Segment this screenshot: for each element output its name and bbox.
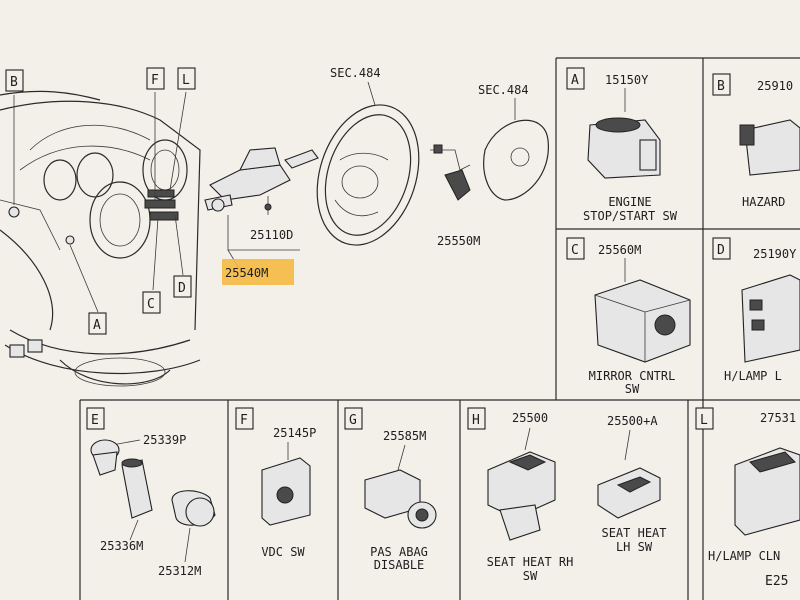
inset-b-part: 25910: [757, 79, 793, 93]
inset-f-caption: VDC SW: [261, 545, 305, 559]
part-number-25110d: 25110D: [250, 228, 293, 242]
inset-l-page-ref: E25: [765, 574, 788, 589]
inset-d: D 25190Y H/LAMP L: [712, 237, 800, 383]
steering-wheel-drawing: [316, 81, 420, 246]
inset-f-part: 25145P: [273, 426, 316, 440]
inset-l-caption: H/LAMP CLN: [708, 549, 780, 563]
inset-h-part-lh: 25500+A: [607, 414, 658, 428]
inset-d-caption: H/LAMP L: [724, 369, 782, 383]
callout-l-label: L: [182, 73, 190, 88]
callout-c: C: [142, 291, 161, 314]
inset-e-part-2: 25336M: [100, 539, 143, 553]
inset-a-caption-2: STOP/START SW: [583, 209, 678, 223]
inset-h-caption-rh-1: SEAT HEAT RH: [487, 555, 574, 569]
inset-h-caption-lh-2: LH SW: [616, 540, 653, 554]
airbag-module-drawing: [430, 98, 549, 201]
part-number-25540m: 25540M: [225, 266, 268, 280]
callout-c-label: C: [147, 297, 155, 312]
sec-484-left: SEC.484: [330, 66, 381, 80]
inset-e-letter: E: [91, 413, 99, 428]
inset-b-caption: HAZARD: [742, 195, 785, 209]
inset-a-caption-1: ENGINE: [608, 195, 651, 209]
callout-b: B: [5, 69, 24, 92]
inset-a-letter: A: [571, 73, 579, 88]
inset-g-letter: G: [349, 413, 357, 428]
sec-484-right: SEC.484: [478, 83, 529, 97]
inset-a: A 15150Y ENGINE STOP/START SW: [566, 67, 678, 223]
inset-d-part: 25190Y: [753, 247, 797, 261]
callout-d-label: D: [178, 281, 186, 296]
inset-g-part: 25585M: [383, 429, 426, 443]
inset-c: C 25560M MIRROR CNTRL SW: [566, 237, 691, 396]
inset-h-caption-lh-1: SEAT HEAT: [601, 526, 666, 540]
inset-d-letter: D: [717, 243, 725, 258]
inset-grid: [79, 57, 800, 600]
inset-c-part: 25560M: [598, 243, 641, 257]
inset-l-letter: L: [700, 413, 708, 428]
callout-f: F: [146, 67, 165, 90]
part-number-25550m: 25550M: [437, 234, 480, 248]
inset-e-part-3: 25312M: [158, 564, 201, 578]
inset-h-part-rh: 25500: [512, 411, 548, 425]
inset-h: H 25500 25500+A SEAT HEAT RH SW SEAT HEA…: [467, 407, 667, 583]
inset-e-part-1: 25339P: [143, 433, 186, 447]
highlight-marker: [222, 259, 294, 285]
callout-a-label: A: [93, 318, 101, 333]
inset-c-letter: C: [571, 243, 579, 258]
inset-l: L 27531 H/LAMP CLN E25: [695, 407, 800, 589]
inset-c-caption-2: SW: [625, 382, 640, 396]
inset-a-part: 15150Y: [605, 73, 649, 87]
inset-b-letter: B: [717, 79, 725, 94]
inset-l-part: 27531: [760, 411, 796, 425]
inset-h-caption-rh-2: SW: [523, 569, 538, 583]
inset-e: E 25339P 25336M 25312M: [86, 407, 216, 578]
dashboard-drawing: [0, 90, 201, 387]
inset-f-letter: F: [240, 413, 248, 428]
inset-f: F 25145P VDC SW: [235, 407, 316, 559]
inset-g-caption-2: DISABLE: [374, 558, 425, 572]
callout-d: D: [173, 275, 192, 298]
inset-h-letter: H: [472, 413, 480, 428]
combination-switch-drawing: [204, 147, 319, 271]
inset-g: G 25585M PAS ABAG DISABLE: [344, 407, 437, 572]
callout-f-label: F: [151, 73, 159, 88]
inset-b: B 25910 HAZARD: [712, 73, 800, 209]
callout-b-label: B: [10, 75, 18, 90]
callout-a: A: [88, 312, 107, 335]
inset-c-caption-1: MIRROR CNTRL: [589, 369, 676, 383]
callout-l: L: [177, 67, 196, 90]
inset-g-caption-1: PAS ABAG: [370, 545, 428, 559]
